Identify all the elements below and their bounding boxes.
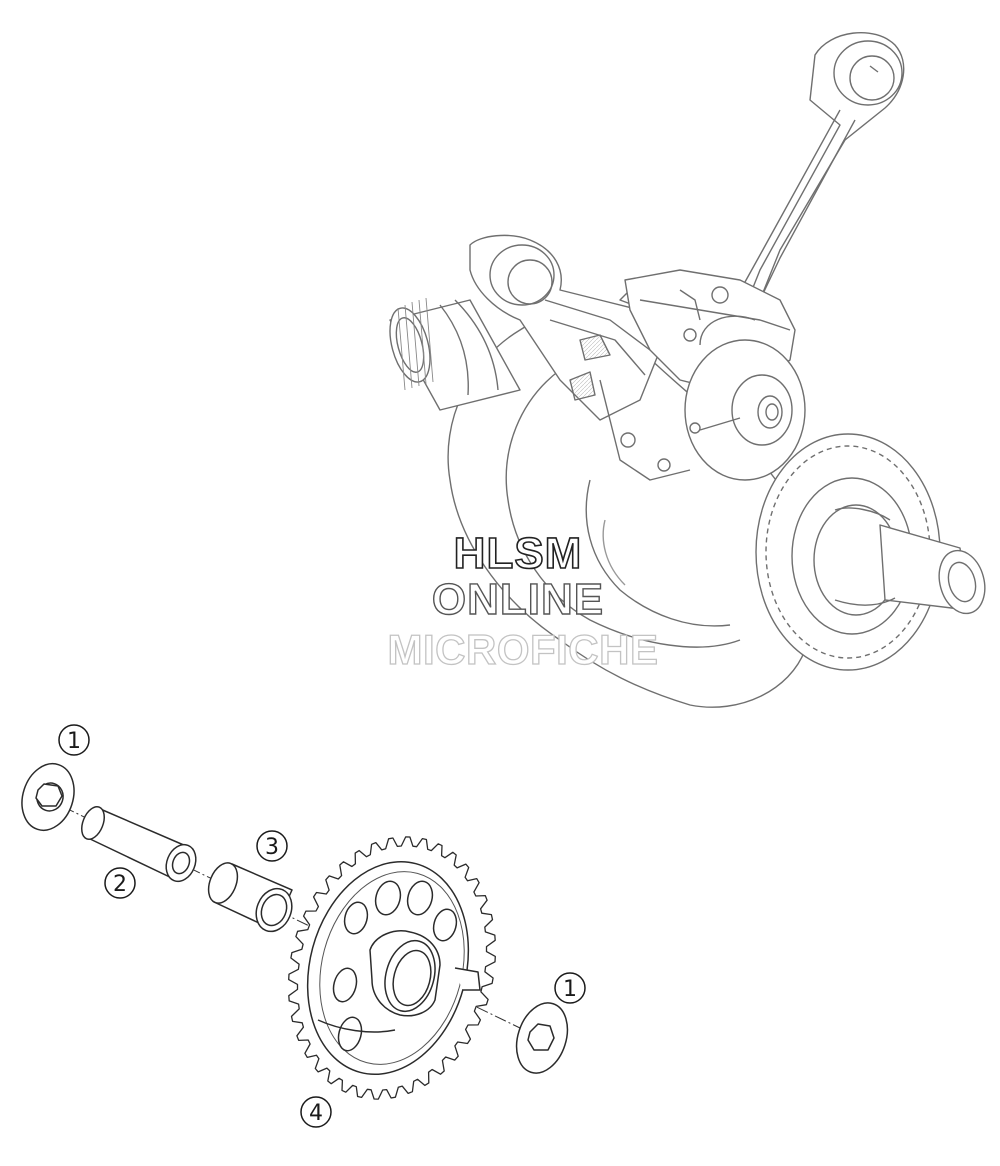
watermark-line-1: HLSM [454,529,583,578]
callout-shaft-label: 2 [113,872,127,897]
watermark: HLSM ONLINE MICROFICHE [387,528,659,673]
watermark-line-2: ONLINE [432,575,604,624]
crank-gear [755,433,941,671]
callout-shaft: 2 [104,867,136,899]
callout-washer-right-label: 1 [563,977,577,1002]
callout-washer-top-label: 1 [67,729,81,754]
thrust-washer-left [21,763,75,831]
callout-washer-right: 1 [554,972,586,1004]
watermark-line-3: MICROFICHE [388,626,659,673]
callout-bushing-label: 3 [265,835,279,860]
callout-bushing: 3 [256,830,288,862]
thrust-washer-right [515,1002,569,1074]
callouts: 1 2 3 4 1 [58,724,586,1128]
crankshaft-assembly [389,32,986,708]
exploded-parts [21,763,569,1100]
idler-gear [288,836,496,1100]
gear-bushing [207,862,293,933]
callout-gear: 4 [300,1096,332,1128]
callout-gear-label: 4 [309,1101,323,1126]
callout-washer-top: 1 [58,724,90,756]
idler-shaft [81,806,197,883]
